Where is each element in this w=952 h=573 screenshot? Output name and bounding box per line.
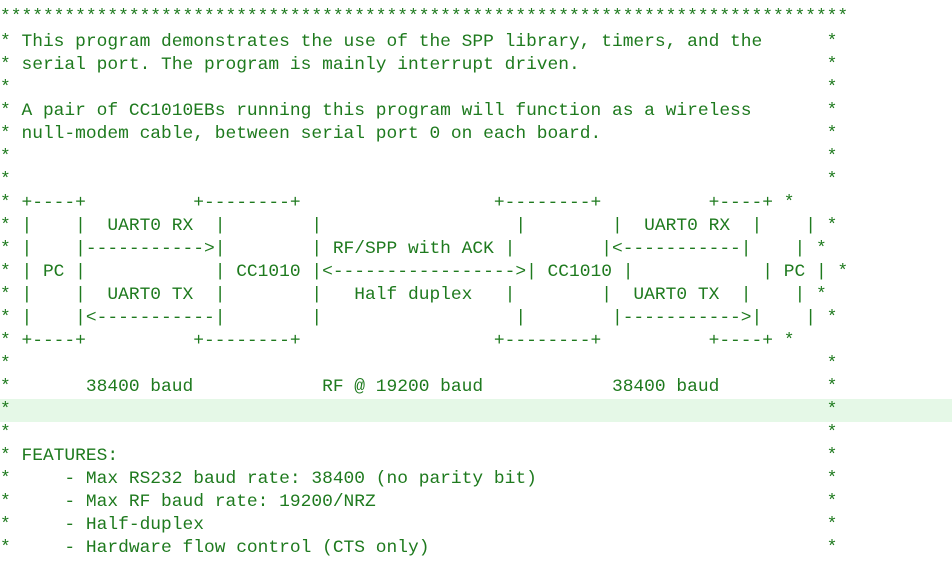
code-line-2: * This program demonstrates the use of t… [0, 32, 838, 52]
code-line-4: * * [0, 78, 838, 98]
code-line-20: * FEATURES: * [0, 446, 838, 466]
code-line-16: * * [0, 354, 838, 374]
code-line-6: * null-modem cable, between serial port … [0, 124, 838, 144]
code-line-11: * | |----------->| | RF/SPP with ACK | |… [0, 239, 827, 259]
code-line-14: * | |<-----------| | | |----------->| | … [0, 308, 838, 328]
code-line-18-current[interactable]: * * [0, 399, 952, 422]
code-line-15: * +----+ +--------+ +--------+ +----+ * [0, 331, 795, 351]
code-line-10: * | | UART0 RX | | | | UART0 RX | | * [0, 216, 838, 236]
code-line-23: * - Half-duplex * [0, 515, 838, 535]
code-line-1: ****************************************… [0, 7, 849, 27]
code-line-22: * - Max RF baud rate: 19200/NRZ * [0, 492, 838, 512]
code-line-5: * A pair of CC1010EBs running this progr… [0, 101, 838, 121]
code-line-24: * - Hardware flow control (CTS only) * [0, 538, 838, 558]
code-line-9: * +----+ +--------+ +--------+ +----+ * [0, 193, 795, 213]
code-line-8: * * [0, 170, 838, 190]
code-line-13: * | | UART0 TX | | Half duplex | | UART0… [0, 285, 827, 305]
code-line-12: * | PC | | CC1010 |<----------------->| … [0, 262, 849, 282]
code-line-3: * serial port. The program is mainly int… [0, 55, 838, 75]
code-line-17: * 38400 baud RF @ 19200 baud 38400 baud … [0, 377, 838, 397]
code-line-7: * * [0, 147, 838, 167]
code-line-19: * * [0, 423, 838, 443]
code-line-21: * - Max RS232 baud rate: 38400 (no parit… [0, 469, 838, 489]
